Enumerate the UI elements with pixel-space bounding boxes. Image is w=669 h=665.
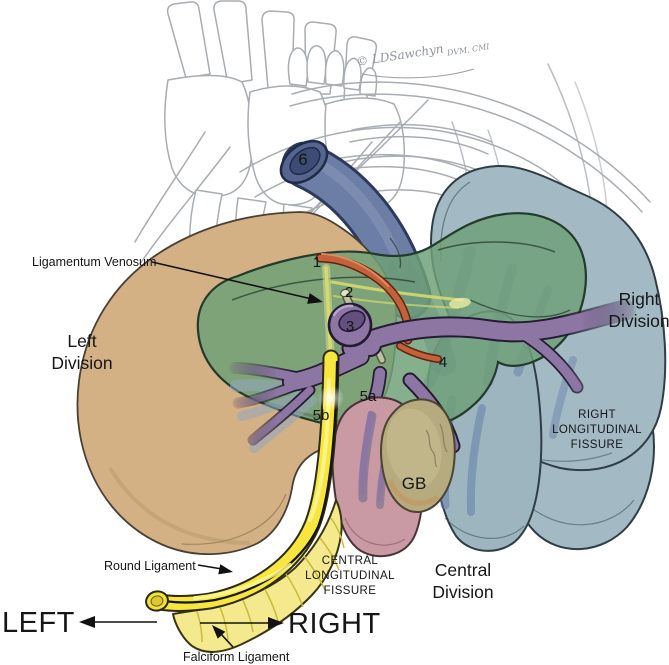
label-gallbladder: GB <box>402 474 427 493</box>
round-ligament-arrow <box>197 564 223 570</box>
number-2-bile-duct: 2 <box>345 284 353 301</box>
falciform-ligament-arrow <box>219 632 234 648</box>
structure-numbers: 6 1 2 3 4 5a 5b <box>298 150 447 424</box>
label-central-longitudinal-fissure-line1: CENTRAL <box>322 555 379 567</box>
number-4-portal-vein: 4 <box>439 354 447 371</box>
label-direction-left: LEFT <box>2 607 75 639</box>
label-right-longitudinal-fissure-line1: RIGHT <box>578 409 616 421</box>
gallbladder-texture <box>425 423 448 468</box>
number-1-hepatic-artery: 1 <box>313 254 321 271</box>
label-right-longitudinal-fissure-line3: FISSURE <box>571 439 624 451</box>
gallbladder <box>380 398 456 514</box>
label-ligamentum-venosum: Ligamentum Venosum <box>32 255 156 269</box>
number-5b-portal-branch: 5b <box>313 407 330 424</box>
label-right-division-line1: Right <box>619 289 660 309</box>
label-falciform-ligament: Falciform Ligament <box>183 650 290 664</box>
figure-labels: Ligamentum Venosum Left Division Right D… <box>2 255 669 664</box>
label-central-longitudinal-fissure-line3: FISSURE <box>324 585 377 597</box>
label-central-division-line2: Division <box>432 582 493 602</box>
label-round-ligament: Round Ligament <box>104 559 196 573</box>
label-right-division-line2: Division <box>608 311 669 331</box>
label-direction-right: RIGHT <box>288 608 381 640</box>
annotation-arrows <box>79 261 323 648</box>
number-6-vena-cava: 6 <box>298 150 307 169</box>
label-left-division-line2: Division <box>51 353 112 373</box>
label-right-longitudinal-fissure-line2: LONGITUDINAL <box>552 424 642 436</box>
number-3-portal-stump: 3 <box>346 318 354 335</box>
ligament-crossing-glow <box>318 385 344 411</box>
number-5a-portal-branch: 5a <box>360 388 377 405</box>
label-central-longitudinal-fissure-line2: LONGITUDINAL <box>305 570 395 582</box>
label-central-division-line1: Central <box>435 560 491 580</box>
ligamentum-venosum-arrow <box>151 261 313 300</box>
round-ligament-tube <box>145 349 344 612</box>
label-left-division-line1: Left <box>67 331 96 351</box>
